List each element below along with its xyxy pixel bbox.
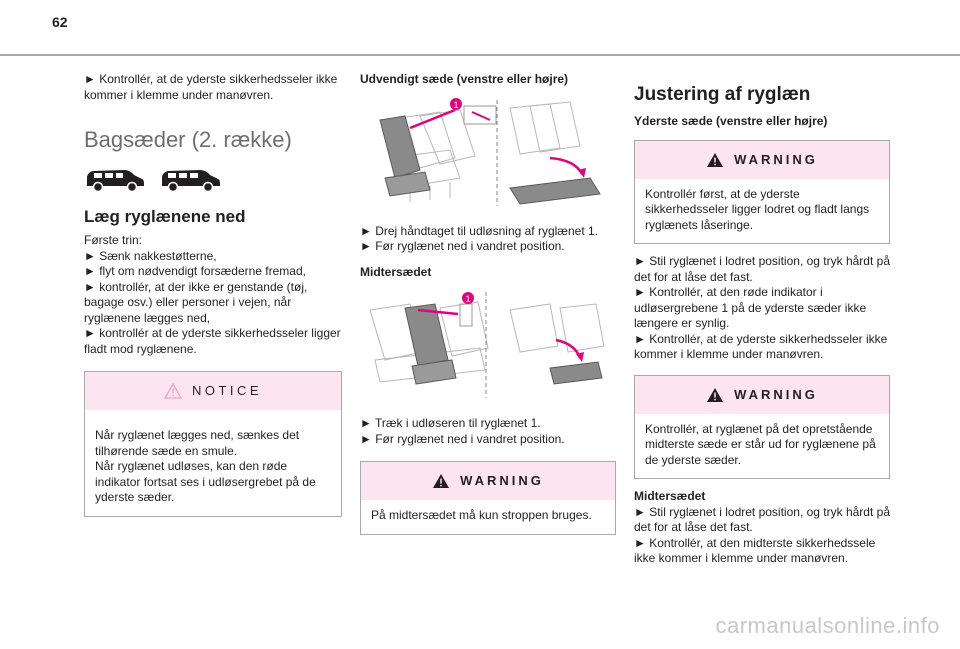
- outer-seat-illustration: 1: [360, 97, 616, 210]
- column-3: Justering af ryglæn Yderste sæde (venstr…: [634, 72, 890, 567]
- callout-1-label: 1: [466, 294, 471, 304]
- outer-step: ► Før ryglænet ned i vandret position.: [360, 239, 565, 253]
- van-long-icon: [162, 170, 220, 193]
- middle-step: ► Træk i udløseren til ryglænet 1.: [360, 416, 541, 430]
- warning-text: Kontrollér, at ryglænet på det opretståe…: [645, 421, 876, 467]
- heading-middle-seat: Midtersædet: [360, 264, 432, 279]
- step-item: ► Sænk nakkestøtterne,: [84, 248, 217, 263]
- warning-box: WARNING Kontrollér, at ryglænet på det o…: [634, 374, 890, 479]
- callout-1-marker: [462, 292, 474, 304]
- adjust-step: ► Kontrollér, at den røde indikator i ud…: [634, 285, 867, 330]
- warning-triangle-icon: [433, 474, 450, 488]
- middle-adjust-step: ► Kontrollér, at den midterste sikkerhed…: [634, 535, 876, 566]
- warning-text: Kontrollér først, at de yderste sikkerhe…: [645, 186, 870, 232]
- warning-triangle-icon: [707, 152, 724, 167]
- heading-fold-backrests: Læg ryglænene ned: [84, 207, 246, 226]
- notice-triangle-icon: [163, 383, 182, 399]
- heading-backrest-adjust: Justering af ryglæn: [634, 84, 811, 105]
- step-item: ► kontrollér, at der ikke er genstande (…: [84, 279, 308, 325]
- step-item: ► kontrollér at de yderste sikkerhedssel…: [84, 326, 341, 356]
- column-1: ► Kontrollér, at de yderste sikkerhedsse…: [84, 72, 342, 517]
- notice-header: NOTICE: [85, 372, 341, 410]
- page-number: 62: [52, 14, 68, 30]
- warning-title: WARNING: [734, 151, 818, 167]
- warning-header: WARNING: [635, 375, 889, 414]
- step-item: ► flyt om nødvendigt forsæderne fremad,: [84, 264, 306, 278]
- heading-middle-seat: Midtersædet: [634, 489, 706, 503]
- warning-header: WARNING: [635, 140, 889, 179]
- warning-title: WARNING: [460, 473, 544, 489]
- van-short-icon: [87, 170, 144, 193]
- vehicle-icons: [84, 167, 342, 193]
- warning-box: WARNING På midtersædet må kun stroppen b…: [360, 461, 616, 535]
- warning-triangle-icon: [707, 387, 724, 402]
- intro-text: ► Kontrollér, at de yderste sikkerhedsse…: [84, 72, 338, 102]
- outer-seat-drawing: 1: [379, 97, 601, 206]
- first-step-label: Første trin:: [84, 233, 143, 247]
- callout-1-label: 1: [454, 100, 459, 110]
- adjust-step: ► Kontrollér, at de yderste sikkerhedsse…: [634, 331, 888, 362]
- middle-seat-illustration: 1: [360, 290, 616, 402]
- middle-step: ► Før ryglænet ned i vandret position.: [360, 431, 565, 446]
- heading-outer-seat: Udvendigt sæde (venstre eller højre): [360, 72, 569, 86]
- notice-text: Når ryglænet lægges ned, sænkes det tilh…: [95, 428, 316, 504]
- outer-step: ► Drej håndtaget til udløsning af ryglæn…: [360, 223, 599, 238]
- section-title: Bagsæder (2. række): [84, 127, 292, 152]
- watermark: carmanualsonline.info: [715, 613, 940, 638]
- header-rule: [0, 54, 960, 56]
- notice-title: NOTICE: [191, 383, 263, 399]
- subheading-outer-seat: Yderste sæde (venstre eller højre): [634, 114, 828, 128]
- warning-title: WARNING: [734, 386, 818, 402]
- warning-text: På midtersædet må kun stroppen bruges.: [371, 508, 592, 522]
- middle-adjust-step: ► Stil ryglænet i lodret position, og tr…: [634, 504, 890, 535]
- notice-box: NOTICE Når ryglænet lægges ned, sænkes d…: [84, 371, 342, 517]
- column-2: Udvendigt sæde (venstre eller højre) 1 ►…: [360, 72, 616, 535]
- adjust-step: ► Stil ryglænet i lodret position, og tr…: [634, 254, 890, 284]
- warning-header: WARNING: [361, 462, 615, 500]
- callout-1-marker: [450, 97, 462, 110]
- middle-seat-drawing: 1: [369, 292, 605, 398]
- warning-box: WARNING Kontrollér først, at de yderste …: [634, 139, 890, 244]
